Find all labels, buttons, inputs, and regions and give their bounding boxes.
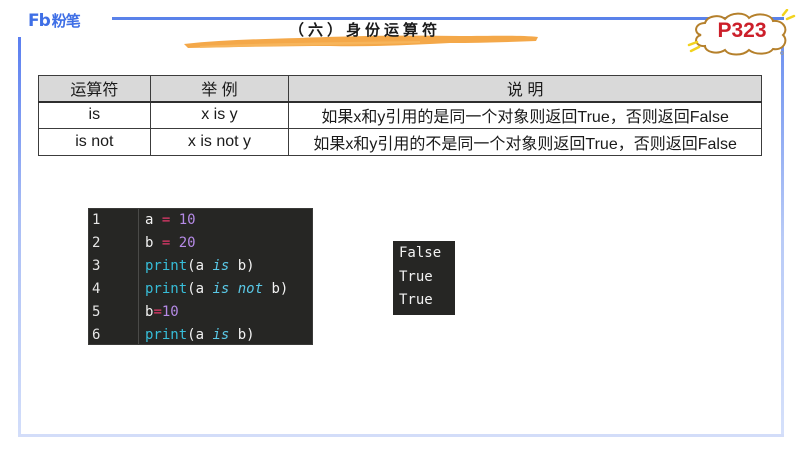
line-number: 1 bbox=[92, 212, 101, 228]
frame-left-line bbox=[18, 37, 21, 437]
cell-example: x is y bbox=[149, 101, 290, 129]
table-header-row: 运算符 举 例 说 明 bbox=[38, 75, 762, 103]
output-line: True bbox=[399, 268, 433, 285]
code-token-plain: (a bbox=[187, 258, 213, 274]
output-line: True bbox=[399, 292, 433, 308]
code-line: b = 20 bbox=[145, 232, 313, 255]
cell-description: 如果x和y引用的不是同一个对象则返回True，否则返回False bbox=[288, 128, 762, 156]
cell-operator: is bbox=[38, 101, 151, 129]
code-token-num: 10 bbox=[161, 304, 179, 320]
code-token-plain: (a bbox=[187, 281, 213, 297]
code-token-plain: b) bbox=[263, 281, 289, 297]
code-token-plain: b bbox=[145, 235, 162, 251]
output-console: False True True bbox=[393, 241, 455, 315]
frame-bottom-line bbox=[18, 434, 784, 437]
header-example: 举 例 bbox=[149, 75, 290, 103]
code-token-fn: print bbox=[145, 281, 188, 297]
header-description: 说 明 bbox=[288, 75, 762, 103]
line-number: 2 bbox=[92, 235, 101, 251]
code-line: a = 10 bbox=[145, 209, 313, 232]
code-token-plain: b) bbox=[229, 327, 255, 343]
code-line: print(a is b) bbox=[145, 324, 313, 347]
code-token-num: 20 bbox=[178, 235, 196, 251]
code-token-kw: is bbox=[212, 281, 230, 297]
page-title: （六）身份运算符 bbox=[288, 21, 441, 39]
orange-brush-stroke-icon bbox=[184, 35, 538, 48]
table-row: is not x is not y 如果x和y引用的不是同一个对象则返回True… bbox=[38, 128, 762, 156]
code-line: print(a is not b) bbox=[145, 278, 313, 301]
code-token-num: 10 bbox=[178, 212, 196, 228]
code-token-plain bbox=[170, 212, 178, 228]
code-line: print(a is b) bbox=[145, 255, 313, 278]
code-line: b=10 bbox=[145, 301, 313, 324]
identity-operator-table: 运算符 举 例 说 明 is x is y 如果x和y引用的是同一个对象则返回T… bbox=[38, 75, 762, 156]
code-token-fn: print bbox=[145, 327, 188, 343]
logo-text: 粉笔 bbox=[51, 11, 81, 30]
code-token-op: = bbox=[161, 212, 171, 228]
line-number-gutter: 1 2 3 4 5 6 bbox=[89, 209, 139, 344]
code-token-kw: is bbox=[212, 327, 230, 343]
frame-right-line bbox=[781, 38, 784, 437]
line-number: 4 bbox=[92, 281, 101, 297]
cloud-badge-icon bbox=[687, 9, 796, 56]
code-token-plain: (a bbox=[187, 327, 213, 343]
cell-example: x is not y bbox=[149, 128, 290, 156]
line-number: 6 bbox=[92, 327, 101, 343]
code-token-plain: b) bbox=[229, 258, 255, 274]
line-number: 5 bbox=[92, 304, 101, 320]
code-token-plain: a bbox=[145, 212, 162, 228]
code-token-plain bbox=[229, 281, 237, 297]
cell-description: 如果x和y引用的是同一个对象则返回True，否则返回False bbox=[288, 101, 762, 129]
cell-operator: is not bbox=[38, 128, 151, 156]
frame-top-line bbox=[112, 17, 784, 20]
output-line: False bbox=[399, 245, 442, 261]
code-token-kw: is bbox=[212, 258, 230, 274]
table-row: is x is y 如果x和y引用的是同一个对象则返回True，否则返回Fals… bbox=[38, 101, 762, 129]
code-token-plain bbox=[170, 235, 178, 251]
code-token-op: = bbox=[161, 235, 171, 251]
header-operator: 运算符 bbox=[38, 75, 151, 103]
code-token-op: = bbox=[153, 304, 162, 320]
code-token-plain: b bbox=[145, 304, 154, 320]
logo-mark-icon: Fb bbox=[28, 10, 51, 31]
page-number-badge: P323 bbox=[717, 19, 767, 42]
code-token-fn: print bbox=[145, 258, 188, 274]
brand-logo: Fb 粉笔 bbox=[28, 10, 81, 32]
code-token-kw: not bbox=[237, 281, 264, 297]
line-number: 3 bbox=[92, 258, 101, 274]
